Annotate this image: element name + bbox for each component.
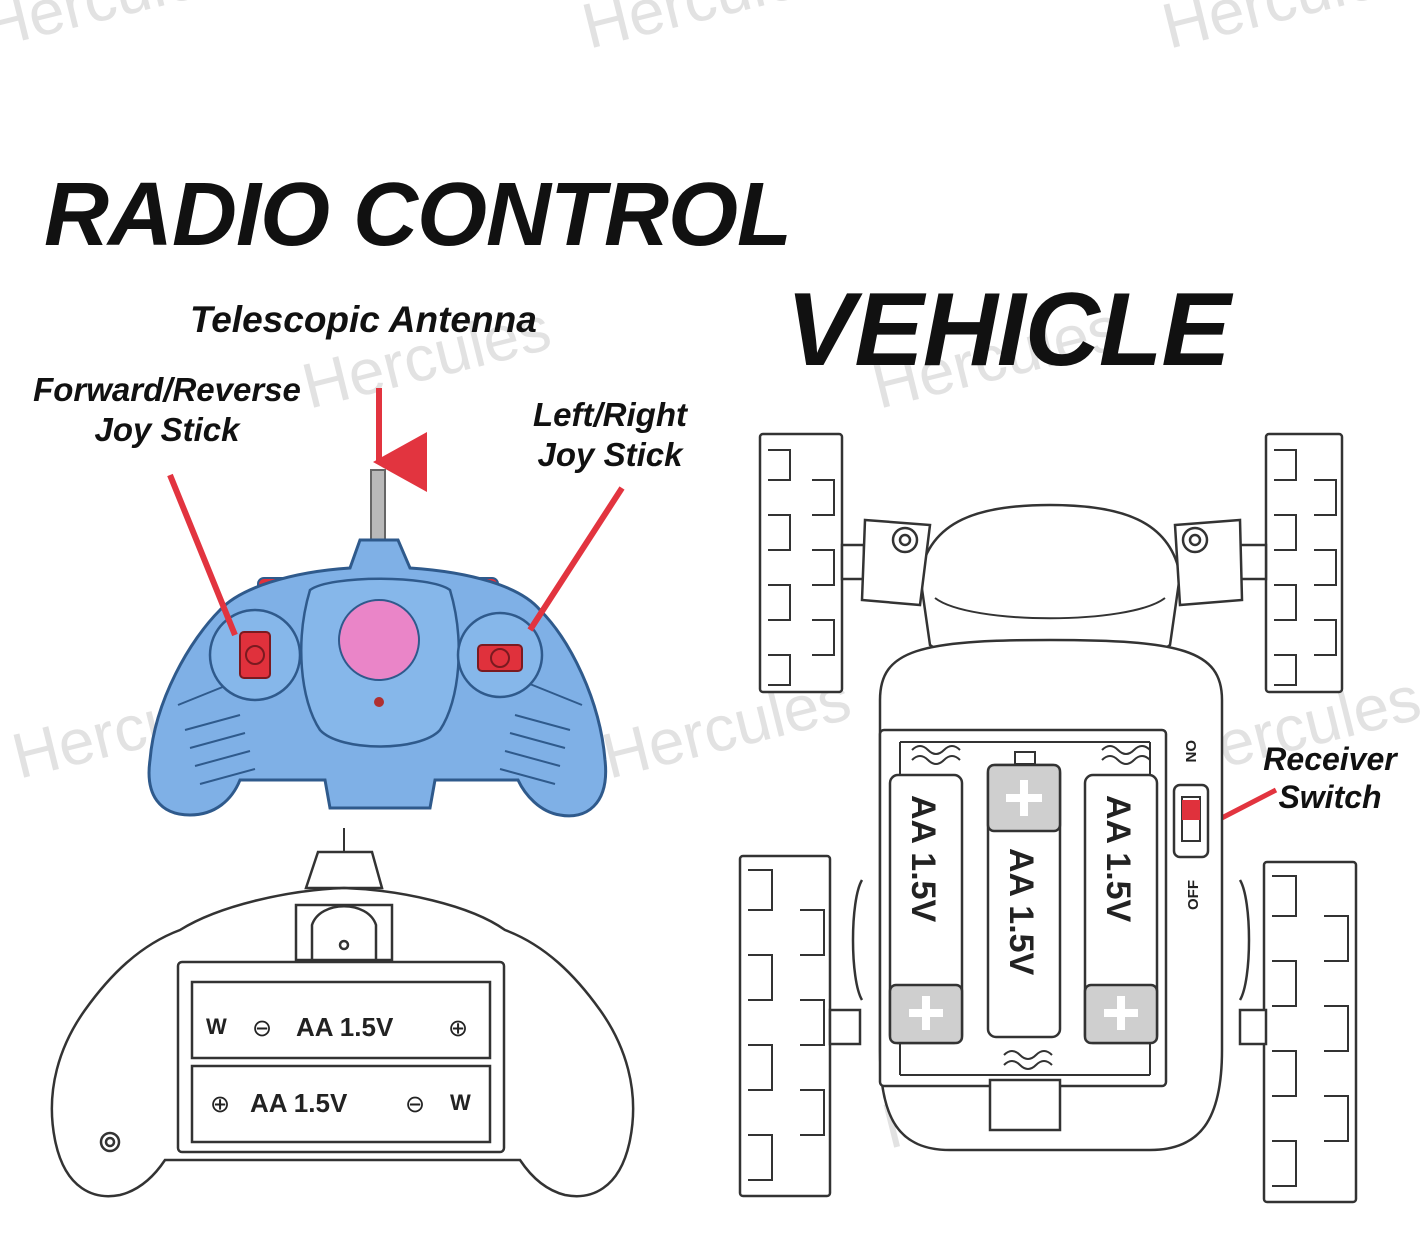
label-receiver-line1: Receiver <box>1263 741 1397 777</box>
remote-battery-1: W ⊖ AA 1.5V ⊕ <box>206 1012 468 1042</box>
vehicle-battery-plus-signs <box>909 780 1138 1030</box>
center-pink-disc <box>338 599 420 681</box>
label-forward-reverse-line1: Forward/Reverse <box>33 371 301 408</box>
vehicle <box>738 432 1358 1204</box>
remote-back <box>50 828 635 1198</box>
switch-on-label: ON <box>1182 740 1199 763</box>
svg-text:⊕: ⊕ <box>448 1015 468 1042</box>
svg-text:⊖: ⊖ <box>252 1015 272 1042</box>
left-right-pointer <box>527 486 625 632</box>
wheel-bottom-left <box>738 854 832 1198</box>
label-receiver-line2: Switch <box>1278 779 1382 815</box>
left-right-joystick <box>477 644 523 672</box>
label-forward-reverse: Forward/Reverse Joy Stick <box>22 370 312 450</box>
label-receiver-switch: Receiver Switch <box>1250 740 1410 816</box>
title-radio-control: RADIO CONTROL <box>44 165 792 265</box>
vehicle-battery-2-label: AA 1.5V <box>1002 848 1040 976</box>
label-telescopic-antenna: Telescopic Antenna <box>190 299 537 340</box>
remote-front <box>147 469 608 818</box>
remote-battery-2: ⊕ AA 1.5V ⊖ W <box>210 1088 471 1118</box>
title-vehicle: VEHICLE <box>786 272 1231 388</box>
svg-text:W: W <box>206 1014 227 1039</box>
vehicle-battery-3-label: AA 1.5V <box>1099 795 1137 923</box>
power-led <box>374 697 384 707</box>
label-left-right: Left/Right Joy Stick <box>510 395 710 475</box>
svg-text:W: W <box>450 1090 471 1115</box>
switch-off-label: OFF <box>1185 880 1202 910</box>
forward-reverse-joystick <box>239 631 271 679</box>
label-forward-reverse-line2: Joy Stick <box>94 411 240 448</box>
wheel-top-right <box>1264 432 1344 694</box>
label-left-right-line1: Left/Right <box>533 396 687 433</box>
forward-reverse-pointer <box>167 473 238 637</box>
label-left-right-line2: Joy Stick <box>537 436 683 473</box>
remote-battery-1-label: AA 1.5V <box>296 1012 394 1042</box>
antenna-rod <box>370 469 386 541</box>
remote-battery-2-label: AA 1.5V <box>250 1088 348 1118</box>
svg-text:⊖: ⊖ <box>405 1091 425 1118</box>
wheel-top-left <box>758 432 844 694</box>
svg-text:⊕: ⊕ <box>210 1091 230 1118</box>
vehicle-battery-1-label: AA 1.5V <box>904 795 942 923</box>
wheel-bottom-right <box>1262 860 1358 1204</box>
receiver-switch-pointer <box>1212 787 1278 825</box>
